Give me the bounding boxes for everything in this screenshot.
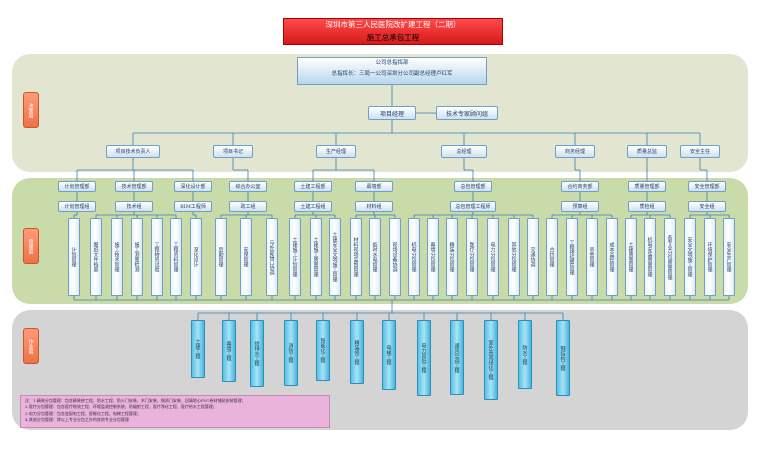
expert-group-box: 技术专家顾问组: [436, 106, 498, 120]
duty-column: 与外部接口协调: [266, 218, 278, 296]
department-box: 土建工程部: [294, 181, 332, 192]
team-box: 材料组: [355, 201, 393, 212]
work-item: 消防工程: [284, 320, 298, 386]
role-box: 项目书记: [213, 145, 253, 158]
duty-column: 精装分包管理: [446, 218, 458, 296]
duty-column: 安保管理: [240, 218, 252, 296]
team-box: 预算组: [561, 201, 599, 212]
team-box: 安全组: [688, 201, 726, 212]
duty-column: 安全文明施工管理: [684, 218, 696, 296]
duty-column: 幕墙分包管理: [427, 218, 439, 296]
duty-column: 材料现场监督管理: [350, 218, 362, 296]
team-box: 土建工程组: [294, 201, 332, 212]
note-line: 3.电力分包管理：包含变配电工程、智能化工程、电梯工程管理；: [25, 410, 141, 416]
duty-column: 后勤管理: [215, 218, 227, 296]
duty-column: 电力分包管理: [487, 218, 499, 296]
department-box: 技术管理部: [115, 181, 153, 192]
duty-column: 成本监控管理: [606, 218, 618, 296]
project-manager-box: 项目经理: [368, 106, 416, 120]
duty-column: 各专业分包质量管理: [664, 218, 676, 296]
note-line: 4.其他分包管理：除以上专业分包之外的其他专业分包管理: [25, 417, 129, 423]
duty-column: 资金管理: [586, 218, 598, 296]
department-box: 合约商务部: [561, 181, 599, 192]
department-box: 深化设计部: [174, 181, 212, 192]
duty-column: 交通协调: [527, 218, 539, 296]
duty-column: 机电安装质量管理: [644, 218, 656, 296]
duty-column: 土建安全文明施工管理: [329, 218, 341, 296]
department-box: 计划管理部: [58, 181, 96, 192]
duty-column: 工程资料管理: [170, 218, 182, 296]
department-box: 安全管理部: [688, 181, 726, 192]
work-item: 给排水工程: [250, 320, 264, 387]
duty-column: 施工测量检测: [131, 218, 143, 296]
work-item: 土建工程: [191, 320, 205, 378]
duty-column: 土建施工质量管理: [310, 218, 322, 296]
duty-column: 深化设计: [190, 218, 202, 296]
team-box: 质检组: [628, 201, 666, 212]
work-item: 精装修工程: [350, 320, 364, 384]
team-box: 计划管理组: [58, 201, 96, 212]
work-item: 电梯工程: [382, 320, 396, 390]
duty-column: 医疗分包管理: [466, 218, 478, 296]
duty-column: 土建质量管理: [625, 218, 637, 296]
work-item: 智能化工程: [316, 320, 330, 381]
title-banner: 深圳市第三人民医院改扩建工程（二期）: [283, 18, 503, 45]
page-subtitle: 施工总承包工程: [366, 33, 420, 42]
page-title: 深圳市第三人民医院改扩建工程（二期）: [325, 20, 461, 29]
work-item: 防水工程: [518, 320, 532, 389]
duty-column: 机电分包管理: [408, 218, 420, 296]
role-box: 商务经理: [555, 145, 595, 158]
notes-box: 注：1.精装分包管理：包含精装修工程、防水工程、防火门安装、木门安装、钢质门安装…: [20, 395, 330, 428]
note-line: 注：1.精装分包管理：包含精装修工程、防水工程、防火门安装、木门安装、钢质门安装…: [25, 398, 246, 403]
team-box: BIM工程师: [174, 201, 212, 212]
role-box: 项目技术负责人: [106, 145, 160, 158]
duty-column: 工程预结算管理: [566, 218, 578, 296]
work-item: 电力高低工程: [417, 320, 431, 396]
duty-column: 计划管理: [68, 218, 80, 296]
department-box: 总包管理部: [454, 181, 492, 192]
duty-column: 安全生产管理: [723, 218, 735, 296]
team-box: 政工组: [229, 201, 267, 212]
hq-commander: 总指挥长：三局一公司深圳分公司副总经理卢红军: [331, 71, 453, 77]
duty-column: 其他分包管理: [508, 218, 520, 296]
team-box: 技术组: [115, 201, 153, 212]
duty-column: 现场设备协调: [389, 218, 401, 296]
department-box: 综合办公室: [229, 181, 267, 192]
duty-column: 施工技术管理: [111, 218, 123, 296]
role-box: 安全主任: [680, 145, 720, 158]
duty-column: 临时水电管理: [369, 218, 381, 296]
duty-column: 合约管理: [546, 218, 558, 296]
role-box: 总经理: [441, 145, 487, 158]
department-box: 质量管理部: [628, 181, 666, 192]
hq-box: 公司总指挥部 总指挥长：三局一公司深圳分公司副总经理卢红军: [297, 57, 487, 85]
role-box: 质量总监: [627, 145, 667, 158]
work-item: 钢结构工程: [556, 320, 570, 396]
duty-column: 工程物资试验: [151, 218, 163, 296]
side-label-management: 管理层: [23, 228, 39, 264]
note-line: 2.医疗分包管理：包含医疗物流工程、环境监测控制系统、防辐射工程、医疗净化工程、…: [25, 404, 217, 410]
hq-title: 公司总指挥部: [375, 60, 409, 66]
side-label-operation: 作业层: [23, 328, 39, 364]
duty-column: 图纸文件档案: [90, 218, 102, 296]
duty-column: 环境保护管理: [704, 218, 716, 296]
work-item: 室外景观绿化工程: [484, 320, 498, 400]
team-box: 总包管理工程师: [450, 201, 496, 212]
department-box: 幕墙部: [355, 181, 393, 192]
role-box: 生产经理: [316, 145, 356, 158]
duty-column: 土建施工计划管理: [289, 218, 301, 296]
work-item: 通风空调工程: [450, 320, 464, 395]
side-label-decision: 决策层: [23, 92, 39, 128]
work-item: 幕墙工程: [222, 320, 236, 382]
